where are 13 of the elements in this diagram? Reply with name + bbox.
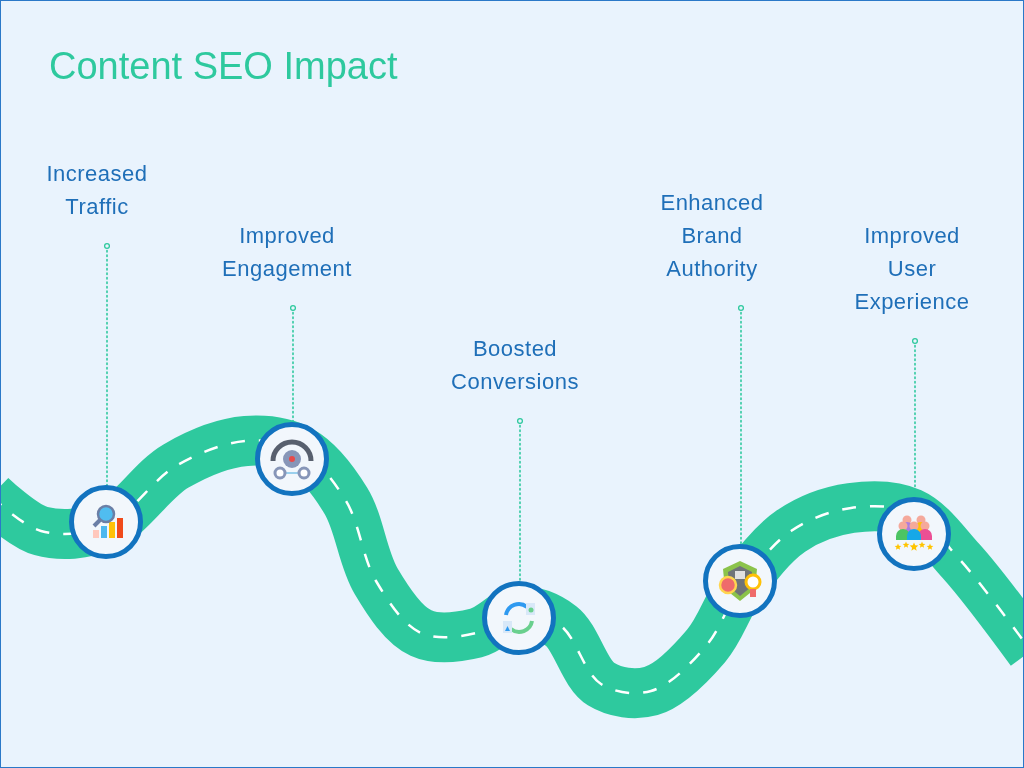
milestone-label: Boosted Conversions (450, 335, 580, 396)
milestone-label: Improved User Experience (853, 222, 971, 316)
icon-circle (482, 581, 556, 655)
milestone-label: Improved Engagement (221, 222, 353, 283)
milestone-label: Increased Traffic (45, 160, 149, 221)
leader-line (737, 304, 745, 546)
leader-line (516, 417, 524, 583)
icon-circle (255, 422, 329, 496)
milestone-label: Enhanced Brand Authority (659, 189, 765, 283)
title: Content SEO Impact (49, 45, 398, 88)
icon-circle (703, 544, 777, 618)
leader-line (289, 304, 297, 424)
leader-line (103, 242, 111, 487)
